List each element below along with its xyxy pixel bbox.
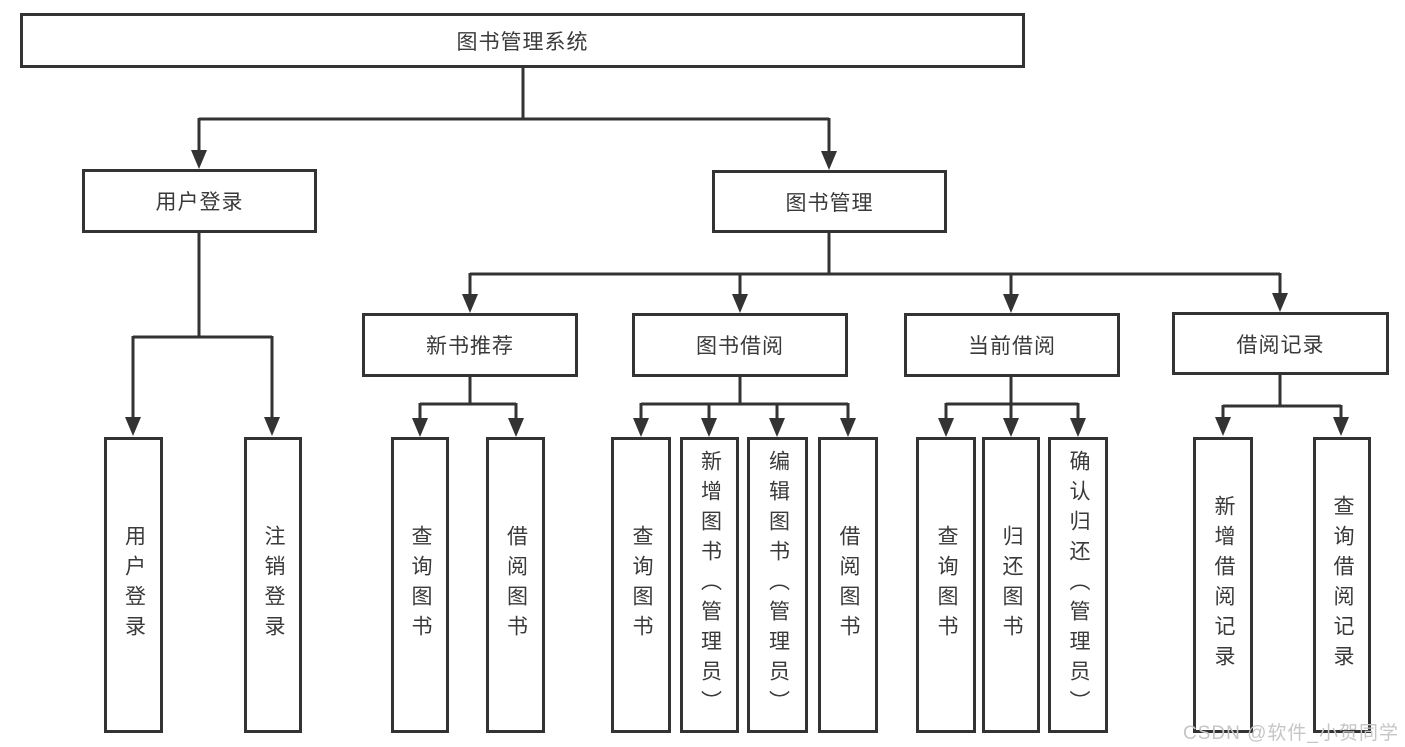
node-book-borrowing: 图书借阅 <box>632 313 848 377</box>
leaf-return-books: 归还图书 <box>982 437 1040 733</box>
node-user-login: 用户登录 <box>82 169 317 233</box>
node-borrowing-records: 借阅记录 <box>1172 312 1389 375</box>
leaf-query-books-borrowing: 查询图书 <box>611 437 671 733</box>
leaf-borrow-books-borrowing: 借阅图书 <box>818 437 878 733</box>
node-library-management-system: 图书管理系统 <box>20 13 1025 68</box>
leaf-query-books-recommend: 查询图书 <box>391 437 449 733</box>
leaf-query-books-current: 查询图书 <box>916 437 976 733</box>
node-book-management: 图书管理 <box>712 170 947 233</box>
node-new-book-recommendation: 新书推荐 <box>362 313 578 377</box>
leaf-confirm-return-admin: 确认归还（管理员） <box>1048 437 1108 733</box>
leaf-borrow-books-recommend: 借阅图书 <box>486 437 545 733</box>
leaf-logout: 注销登录 <box>244 437 302 733</box>
csdn-watermark: CSDN @软件_小贺同学 <box>1183 723 1399 744</box>
leaf-query-borrow-record: 查询借阅记录 <box>1313 437 1371 733</box>
leaf-edit-book-admin: 编辑图书（管理员） <box>747 437 808 733</box>
leaf-add-book-admin: 新增图书（管理员） <box>680 437 739 733</box>
leaf-add-borrow-record: 新增借阅记录 <box>1193 437 1253 733</box>
leaf-user-login: 用户登录 <box>104 437 163 733</box>
node-current-borrowing: 当前借阅 <box>904 313 1120 377</box>
